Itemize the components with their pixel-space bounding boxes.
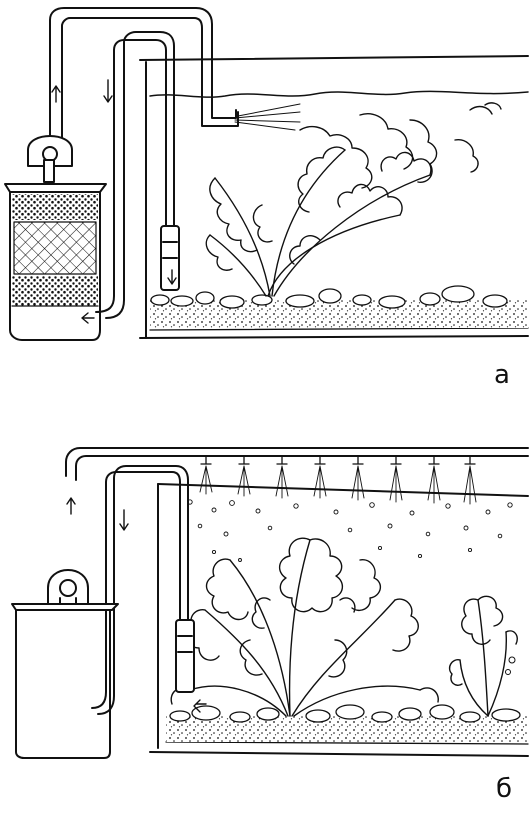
plant-b-right [448,595,518,717]
filter-media-top-a [12,194,98,220]
filter-media-bottom-a [12,276,98,306]
outflow-current-a [234,103,301,131]
stones-a [150,285,508,309]
panel-a [4,7,529,341]
panel-label-a: а [494,360,510,390]
air-bubbles-b [187,499,513,562]
tank-a [139,55,529,339]
tank-b [149,483,529,757]
intake-strainer-b [175,619,195,693]
return-pipe-a [49,7,239,156]
panel-b [11,447,529,759]
canister-filter-b [11,569,119,759]
spray-bar-b [65,447,529,505]
plant-a [205,102,502,297]
filter-sponge-mesh-a [13,221,97,275]
stones-b [169,704,521,723]
gravel-a [150,300,528,328]
plant-b-center [170,537,439,717]
spray-jets-b [199,465,477,505]
canister-filter-a [4,135,107,341]
intake-pipe-a [95,31,180,319]
intake-pipe-b [91,465,207,715]
panel-label-b: б [496,774,513,804]
return-arrow-b [66,497,76,515]
